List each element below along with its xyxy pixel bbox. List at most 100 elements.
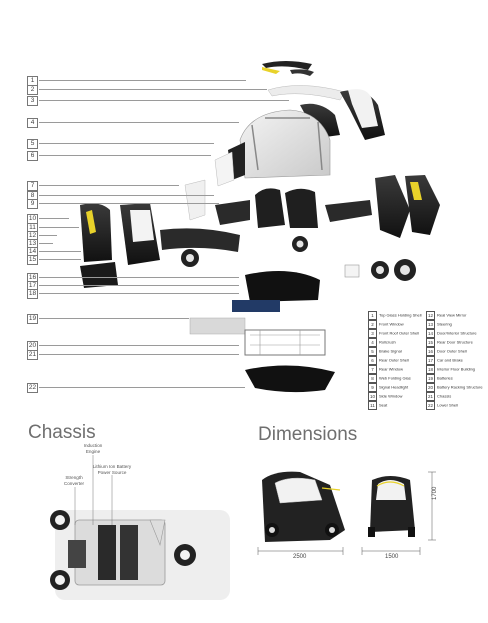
callout-18: 18 bbox=[27, 289, 38, 299]
legend-label: Side Window bbox=[379, 393, 403, 399]
legend-label: Interior Floor Building bbox=[437, 366, 476, 372]
legend-label: Rear Outer Shell bbox=[379, 357, 409, 363]
leader-line bbox=[39, 155, 211, 156]
legend-label: Front Roof Outer Shell bbox=[379, 330, 420, 336]
legend-number: 19 bbox=[426, 374, 435, 383]
leader-line bbox=[39, 285, 239, 286]
legend-number: 2 bbox=[368, 320, 377, 329]
callout-19: 19 bbox=[27, 314, 38, 324]
leader-line bbox=[39, 277, 239, 278]
leader-line bbox=[39, 227, 79, 228]
leader-line bbox=[39, 195, 214, 196]
legend-label: Seat bbox=[379, 402, 388, 408]
legend-label: Top Glass Holding Shell bbox=[379, 312, 422, 318]
width-dimension: 1500 bbox=[385, 554, 399, 560]
legend-label: Web Folding Glas bbox=[379, 375, 411, 381]
legend-label: Car and Brake bbox=[437, 357, 463, 363]
callout-9: 9 bbox=[27, 199, 38, 209]
legend-label: Lower Shell bbox=[437, 402, 458, 408]
leader-line bbox=[39, 100, 289, 101]
callout-6: 6 bbox=[27, 151, 38, 161]
leader-line bbox=[39, 122, 239, 123]
leader-line bbox=[39, 235, 57, 236]
legend-number: 9 bbox=[368, 383, 377, 392]
legend-number: 17 bbox=[426, 356, 435, 365]
leader-line bbox=[39, 259, 81, 260]
leader-line bbox=[39, 185, 179, 186]
legend-label: Real View Mirror bbox=[437, 312, 467, 318]
leader-line bbox=[39, 80, 246, 81]
legend-label: Signal Headlight bbox=[379, 384, 409, 390]
legend-label: Chassis bbox=[437, 393, 452, 399]
leader-line bbox=[39, 203, 219, 204]
callout-22: 22 bbox=[27, 383, 38, 393]
legend-number: 1 bbox=[368, 311, 377, 320]
legend-number: 4 bbox=[368, 338, 377, 347]
leader-line bbox=[39, 387, 245, 388]
legend-number: 7 bbox=[368, 365, 377, 374]
legend-label: Door/Interior Structure bbox=[437, 330, 477, 336]
legend-number: 6 bbox=[368, 356, 377, 365]
leader-line bbox=[39, 243, 53, 244]
legend-number: 5 bbox=[368, 347, 377, 356]
legend-number: 8 bbox=[368, 374, 377, 383]
induction-engine-label: Induction Engine bbox=[83, 443, 103, 454]
leader-line bbox=[39, 318, 189, 319]
leader-line bbox=[39, 143, 214, 144]
legend-number: 16 bbox=[426, 347, 435, 356]
dimensions-title: Dimensions bbox=[258, 424, 358, 445]
legend-number: 15 bbox=[426, 338, 435, 347]
legend-label: Rear Window bbox=[379, 366, 404, 372]
callout-5: 5 bbox=[27, 139, 38, 149]
legend-label: Steering bbox=[437, 321, 452, 327]
legend-label: Front Window bbox=[379, 321, 404, 327]
legend-number: 10 bbox=[368, 392, 377, 401]
leader-line bbox=[39, 251, 81, 252]
leader-line bbox=[39, 218, 69, 219]
legend-label: Batteries bbox=[437, 375, 453, 381]
legend-number: 20 bbox=[426, 383, 435, 392]
callout-3: 3 bbox=[27, 96, 38, 106]
callout-21: 21 bbox=[27, 350, 38, 360]
leader-line bbox=[39, 345, 239, 346]
legend-label: Door Outer Shell bbox=[437, 348, 467, 354]
legend-number: 14 bbox=[426, 329, 435, 338]
legend-number: 12 bbox=[426, 311, 435, 320]
legend-number: 3 bbox=[368, 329, 377, 338]
callout-2: 2 bbox=[27, 85, 38, 95]
leader-line bbox=[39, 293, 239, 294]
legend-label: Rear Door Structure bbox=[437, 339, 473, 345]
legend-number: 21 bbox=[426, 392, 435, 401]
leader-line bbox=[39, 89, 267, 90]
legend-number: 22 bbox=[426, 401, 435, 410]
legend-label: Brake Signal bbox=[379, 348, 402, 354]
strength-converter-label: Strength Converter bbox=[63, 475, 85, 486]
length-dimension: 2500 bbox=[293, 554, 307, 560]
legend-label: Battery Racking Structure bbox=[437, 384, 483, 390]
legend-number: 13 bbox=[426, 320, 435, 329]
legend-label: Rollcrush bbox=[379, 339, 396, 345]
chassis-title: Chassis bbox=[28, 422, 96, 443]
height-dimension: 1700 bbox=[432, 486, 438, 500]
leader-line bbox=[39, 354, 239, 355]
legend-number: 11 bbox=[368, 401, 377, 410]
